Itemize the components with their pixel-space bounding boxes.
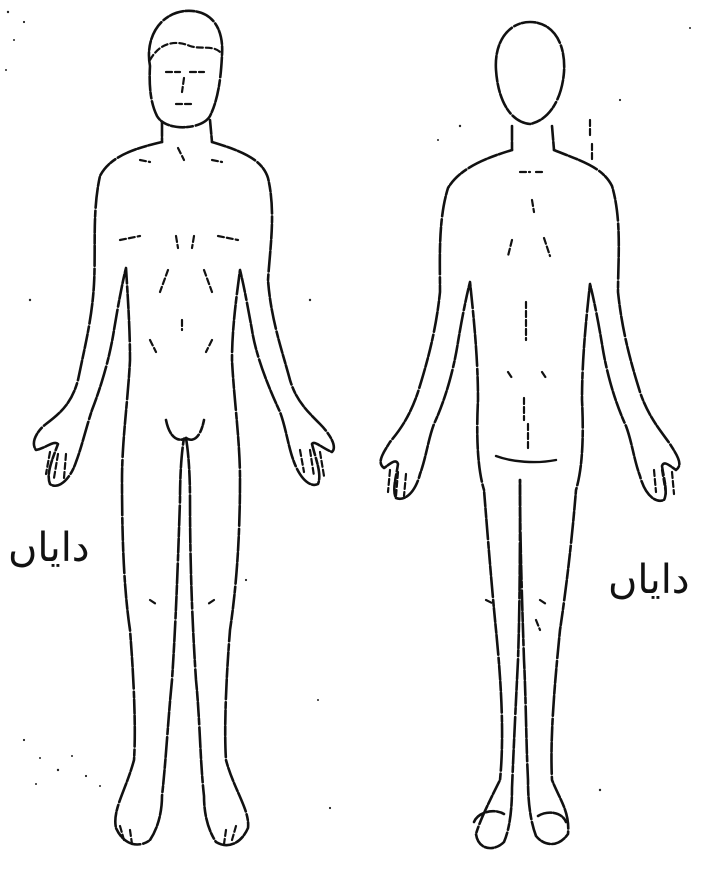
back-left-hand-fingers: [388, 470, 406, 496]
back-head: [496, 22, 564, 124]
back-neck-dash: [590, 120, 592, 162]
front-right-hand-fingers: [300, 450, 324, 476]
front-groin: [166, 420, 204, 440]
back-right-side-label: دایاں: [608, 560, 690, 600]
front-right-side-label: دایاں: [8, 528, 90, 568]
back-body-outline-left: [381, 150, 520, 848]
front-neck: [162, 120, 212, 142]
back-buttocks-line: [496, 456, 556, 462]
front-toes: [120, 826, 236, 844]
back-body-outline-right: [520, 150, 679, 844]
back-heels: [474, 811, 566, 822]
front-body-figure: [34, 11, 334, 845]
front-head: [149, 11, 222, 127]
front-body-outline-right: [186, 142, 334, 845]
front-clavicle: [140, 148, 222, 162]
front-knees: [150, 600, 214, 604]
front-body-outline-left: [34, 142, 184, 844]
front-chest-marks: [120, 236, 238, 352]
front-nose-mouth: [176, 78, 192, 104]
scan-noise: [5, 11, 691, 809]
back-neck: [512, 126, 554, 150]
back-body-figure: [381, 22, 680, 848]
back-shoulder-marks: [508, 172, 550, 378]
front-hair: [150, 43, 222, 60]
back-spine: [524, 302, 528, 448]
